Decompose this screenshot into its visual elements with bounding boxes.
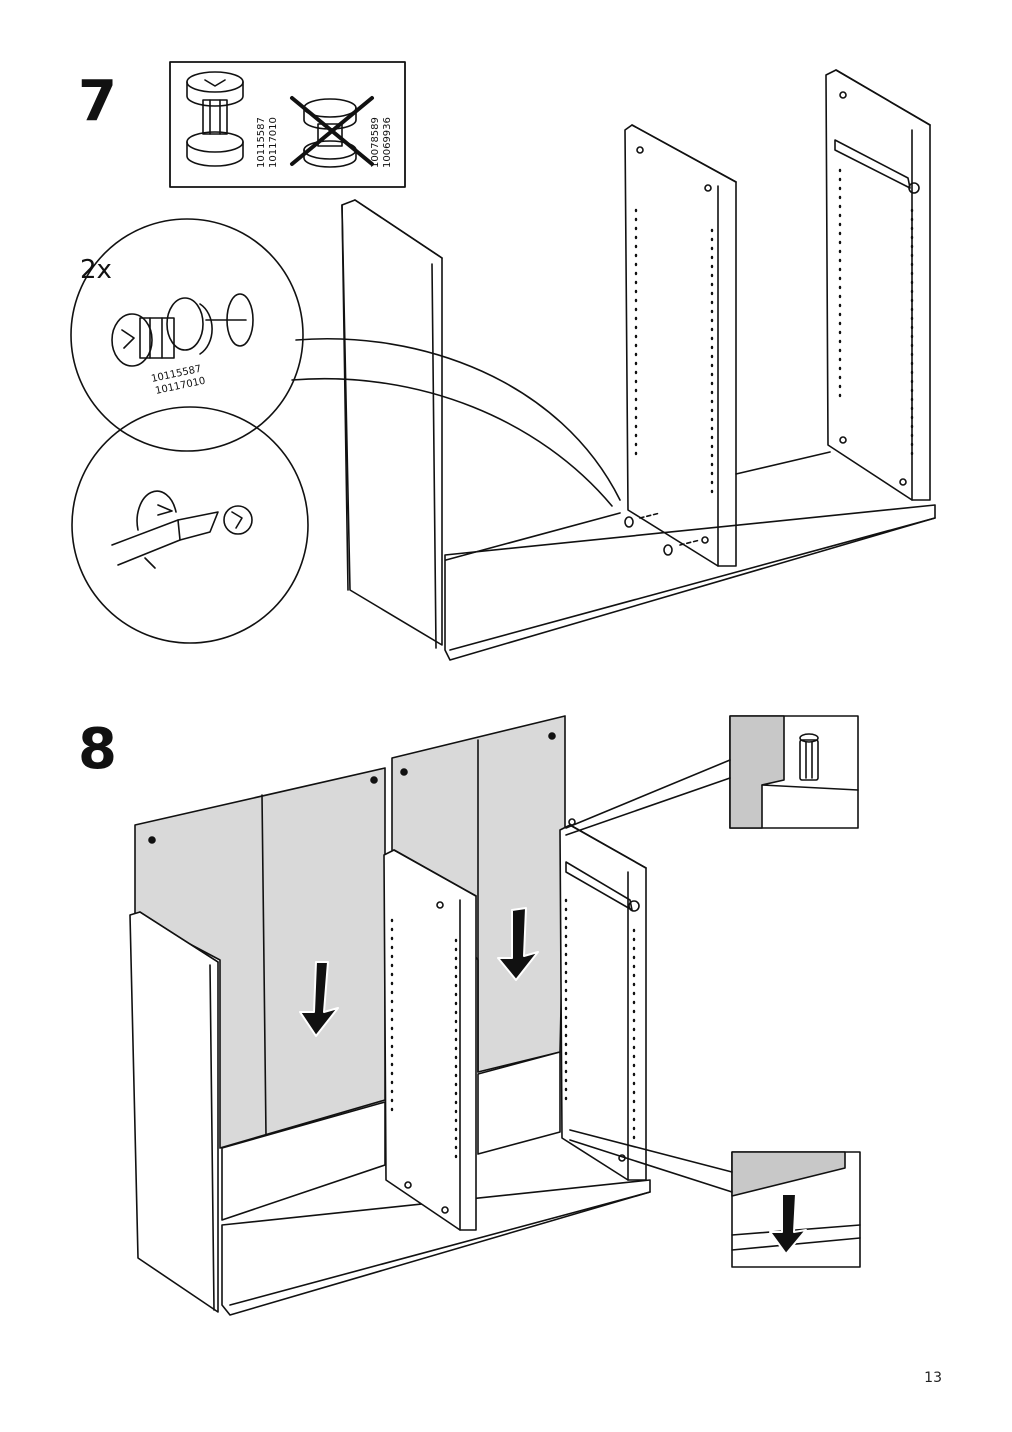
cam-lock-incorrect-icon [290, 96, 374, 168]
legend-no-code-2: 10069936 [382, 117, 393, 168]
cam-lock-correct-icon [186, 71, 244, 167]
base-plate [444, 451, 936, 661]
middle-partition-panel [624, 124, 737, 567]
legend-no-code-1: 10078589 [370, 117, 381, 168]
detail-leader-line-2 [291, 377, 613, 507]
step8-base [221, 1051, 651, 1316]
detail-circle-screwdriver [71, 406, 309, 644]
legend-ok-code-1: 10115587 [256, 117, 267, 168]
step8-left-side-panel [129, 911, 219, 1313]
parts-legend-box: 10115587 10117010 10078589 10069936 [169, 61, 406, 188]
right-side-panel [825, 69, 931, 501]
step8-middle-partition [383, 849, 477, 1231]
back-panel-left [134, 767, 386, 1149]
detail-box-panel-slot [569, 1129, 861, 1268]
step-8-number: 8 [78, 717, 117, 782]
legend-ok-code-2: 10117010 [268, 117, 279, 168]
step8-right-side-panel [559, 818, 647, 1181]
detail-box-dowel [565, 715, 859, 836]
page-number: 13 [924, 1370, 942, 1386]
quantity-label: 2x [80, 255, 112, 285]
detail-leader-line-1 [295, 337, 621, 501]
detail-circle-cam-lock: 2x 10115587 10117010 [70, 218, 304, 452]
step-7-number: 7 [78, 69, 117, 134]
left-side-panel [341, 199, 443, 649]
